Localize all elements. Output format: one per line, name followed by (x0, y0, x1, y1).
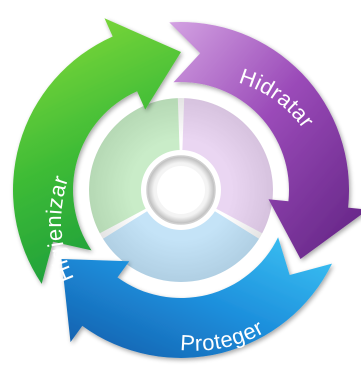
center-hub-core (157, 166, 205, 214)
inner-segment-proteger (103, 211, 259, 283)
arrow-higienizar (13, 18, 181, 284)
arrow-hidratar (169, 21, 361, 259)
inner-segment-hidratar (182, 98, 273, 234)
arrow-proteger (61, 237, 332, 358)
inner-segment-higienizar (89, 98, 180, 234)
cycle-arrows (13, 18, 361, 358)
